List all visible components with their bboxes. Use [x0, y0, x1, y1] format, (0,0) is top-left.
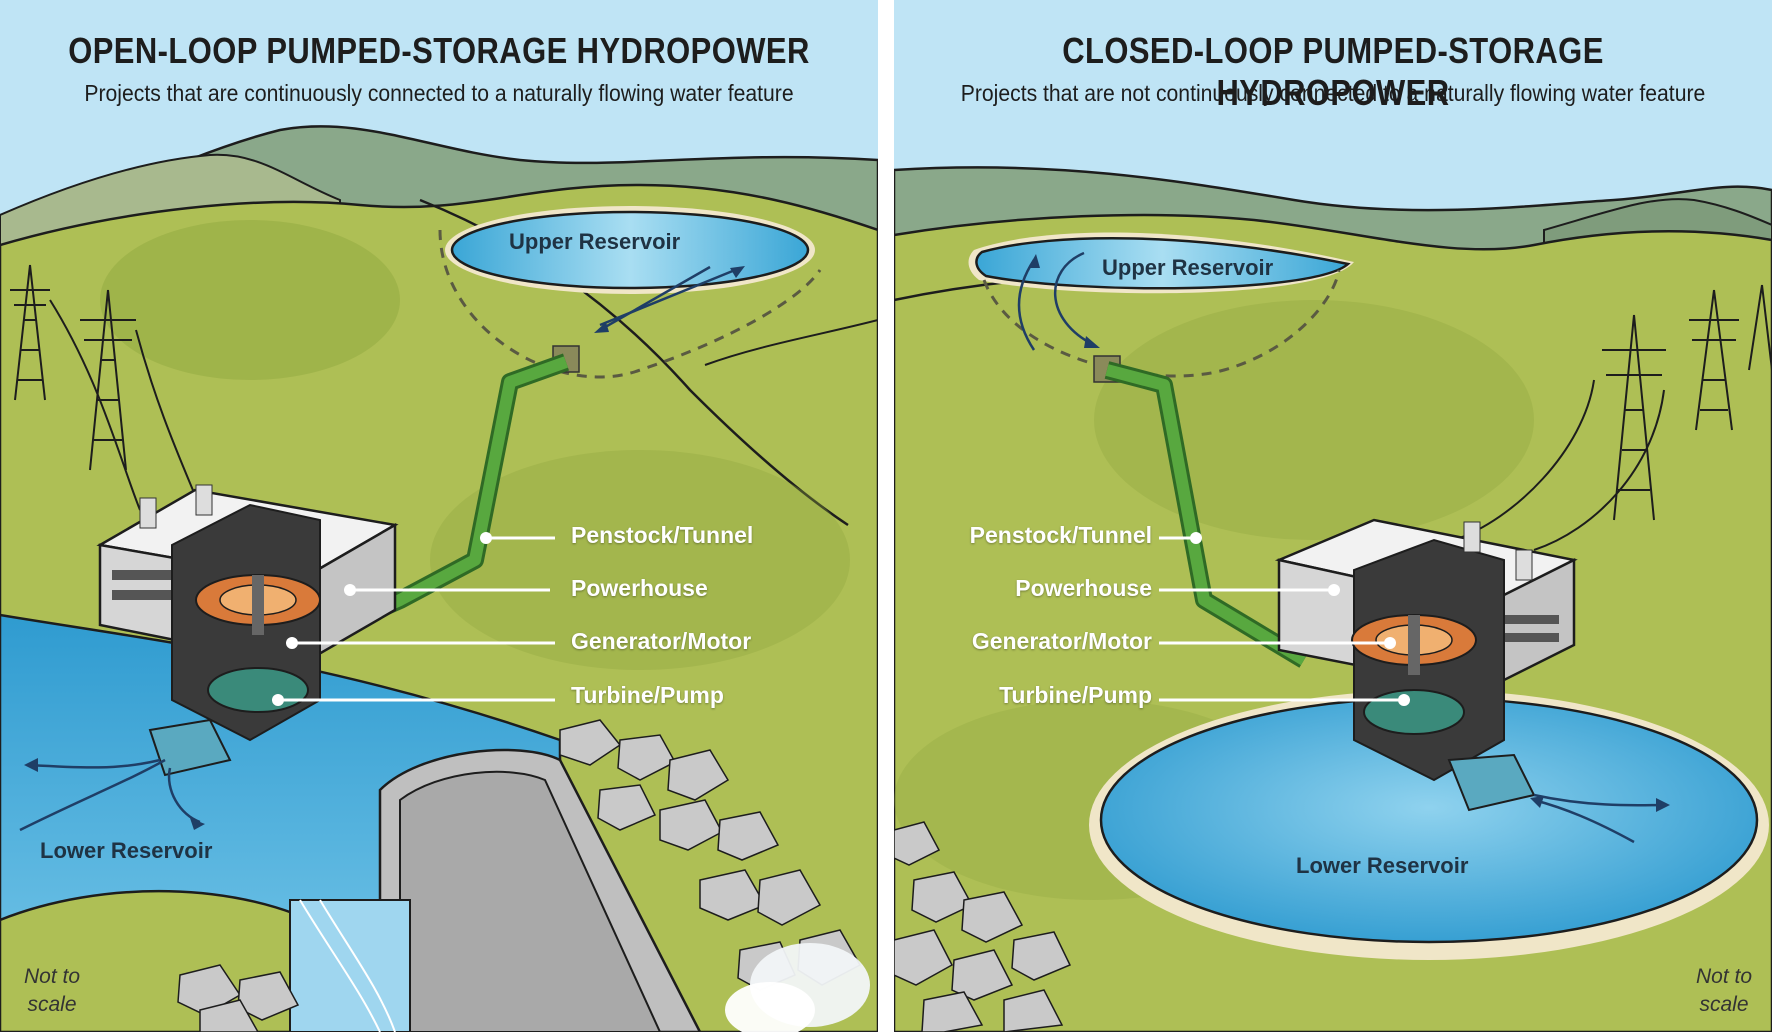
lower-reservoir-label: Lower Reservoir — [1296, 853, 1469, 878]
arrow-head — [1656, 798, 1670, 812]
generator-leader-dot — [1384, 637, 1396, 649]
hill-shading — [430, 450, 850, 670]
arrow-head — [24, 758, 38, 772]
open-loop-panel: OPEN-LOOP PUMPED-STORAGE HYDROPOWER Proj… — [0, 0, 878, 1032]
power-tower — [10, 264, 136, 471]
open-loop-illustration — [0, 0, 878, 1032]
penstock-label: Penstock/Tunnel — [969, 522, 1152, 548]
generator-label: Generator/Motor — [971, 628, 1152, 654]
flow-arrow — [1533, 798, 1635, 844]
panel-divider — [878, 0, 894, 1032]
arrow-head — [594, 322, 609, 333]
closed-loop-panel: CLOSED-LOOP PUMPED-STORAGE HYDROPOWER Pr… — [894, 0, 1772, 1032]
dam-face — [399, 770, 662, 1032]
turbine-leader-dot — [272, 694, 284, 706]
not-to-scale-note: Not to scale — [1684, 963, 1764, 1019]
flow-arrow — [19, 758, 166, 832]
spillway — [289, 899, 411, 1032]
dashed-underground — [982, 269, 1341, 378]
arrow-head — [1084, 336, 1100, 348]
upper-reservoir-label: Upper Reservoir — [509, 229, 681, 254]
hill-shading — [1094, 300, 1534, 540]
flow-arrow — [1017, 259, 1036, 351]
ridge-line-2 — [704, 319, 878, 366]
penstock-label: Penstock/Tunnel — [571, 522, 754, 548]
powerhouse-label: Powerhouse — [571, 575, 708, 601]
powerhouse-building — [96, 484, 399, 742]
penstock-leader-dot — [1190, 532, 1202, 544]
not-to-scale-note: Not to scale — [12, 963, 92, 1019]
note-line-2: scale — [1699, 993, 1749, 1016]
closed-loop-title: CLOSED-LOOP PUMPED-STORAGE HYDROPOWER — [1062, 30, 1604, 113]
penstock-fill — [1105, 364, 1308, 666]
generator-label: Generator/Motor — [571, 628, 752, 654]
arrow-head — [1530, 796, 1544, 808]
turbine-label: Turbine/Pump — [571, 682, 724, 708]
flow-arrow — [167, 767, 201, 824]
note-line-1: Not to — [1695, 965, 1753, 988]
arrow-head — [1028, 254, 1040, 268]
note-line-2: scale — [27, 993, 77, 1016]
powerhouse-leader-dot — [344, 584, 356, 596]
powerhouse-building — [1274, 518, 1578, 782]
rocks — [894, 821, 1072, 1032]
water-splash — [725, 982, 815, 1032]
flow-arrow — [29, 758, 161, 769]
power-tower — [1602, 284, 1772, 521]
upper-reservoir-label: Upper Reservoir — [1102, 255, 1274, 280]
upper-reservoir-water — [450, 210, 810, 290]
arrow-head — [190, 818, 205, 830]
generator-leader-dot — [286, 637, 298, 649]
closed-loop-illustration — [894, 0, 1772, 1032]
note-line-1: Not to — [23, 965, 81, 988]
open-loop-title: OPEN-LOOP PUMPED-STORAGE HYDROPOWER — [68, 30, 810, 71]
upper-reservoir-water — [975, 236, 1351, 290]
turbine-leader-dot — [1398, 694, 1410, 706]
flow-arrow — [1053, 251, 1095, 347]
flow-arrow — [599, 265, 711, 332]
powerhouse-leader-dot — [1328, 584, 1340, 596]
dashed-underground — [438, 229, 822, 379]
powerhouse-label: Powerhouse — [1015, 575, 1152, 601]
closed-loop-subtitle: Projects that are not continuously conne… — [960, 80, 1706, 106]
penstock-leader-dot — [480, 532, 492, 544]
open-loop-subtitle: Projects that are continuously connected… — [84, 80, 794, 106]
hill-shading — [100, 220, 400, 380]
arrow-head — [730, 266, 745, 278]
lower-reservoir-label: Lower Reservoir — [40, 838, 213, 863]
turbine-label: Turbine/Pump — [999, 682, 1152, 708]
spillway-water — [299, 899, 396, 1032]
